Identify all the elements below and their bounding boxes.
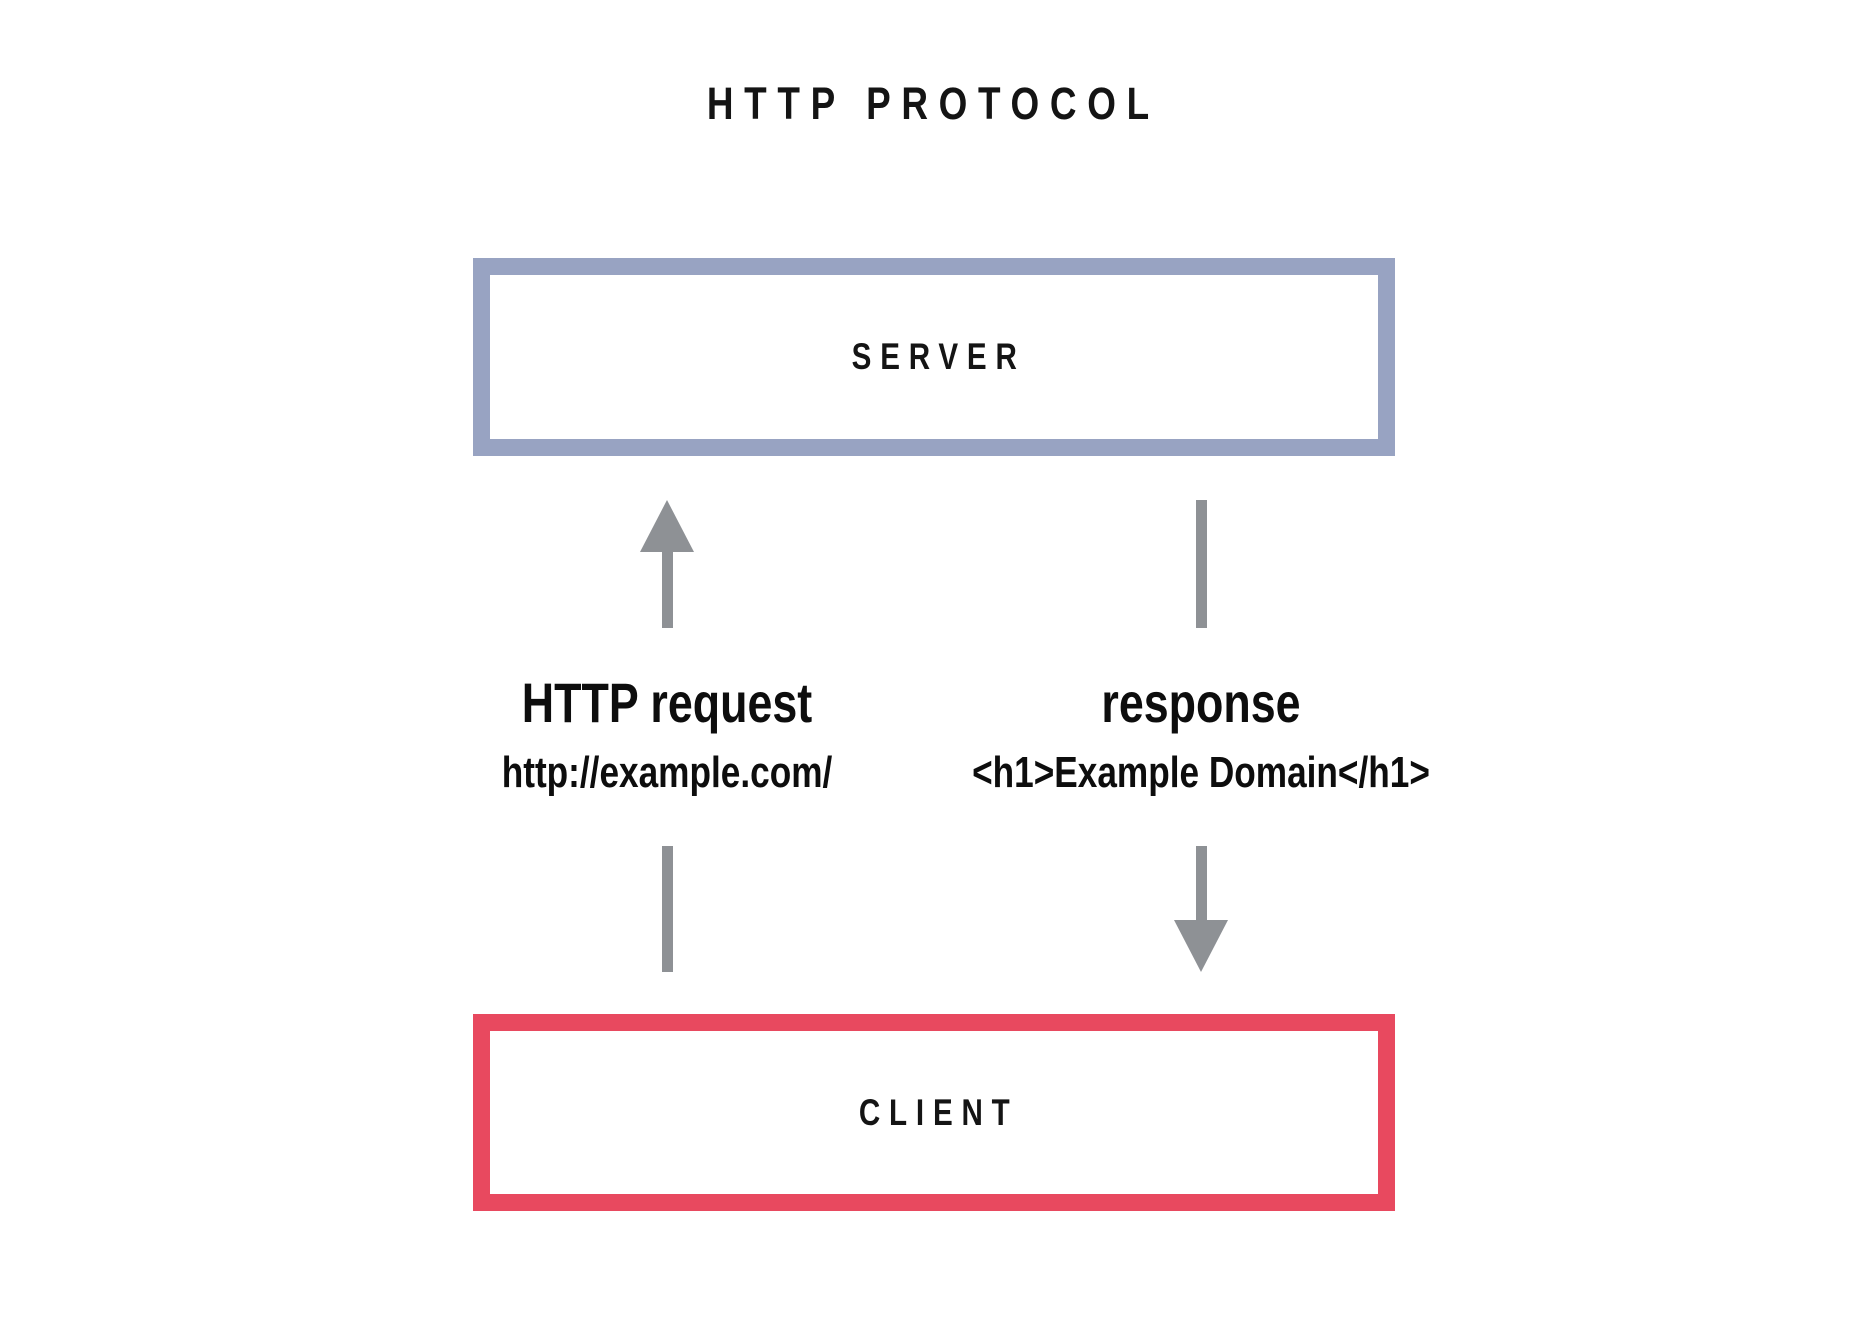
line-request-lower-icon <box>640 846 694 972</box>
flow-label-request: HTTP request http://example.com/ <box>367 675 967 795</box>
flow-request-detail: http://example.com/ <box>501 748 833 797</box>
arrow-stem <box>662 846 673 972</box>
arrow-response-down-icon <box>1174 846 1228 972</box>
arrow-stem <box>1196 846 1207 922</box>
arrowhead-down-icon <box>1174 920 1228 972</box>
page-title: HTTP PROTOCOL <box>706 78 1160 129</box>
flow-label-response: response <h1>Example Domain</h1> <box>901 675 1501 795</box>
node-client: CLIENT <box>473 1014 1395 1211</box>
arrowhead-up-icon <box>640 500 694 552</box>
flow-response-title: response <box>1101 671 1301 734</box>
node-client-label: CLIENT <box>858 1091 1019 1133</box>
node-server: SERVER <box>473 258 1395 456</box>
arrow-request-up-icon <box>640 500 694 628</box>
line-response-upper-icon <box>1174 500 1228 628</box>
arrow-stem <box>662 551 673 628</box>
flow-response-detail: <h1>Example Domain</h1> <box>972 748 1430 797</box>
arrow-stem <box>1196 500 1207 628</box>
flow-request-title: HTTP request <box>521 671 813 734</box>
node-server-label: SERVER <box>851 336 1026 377</box>
